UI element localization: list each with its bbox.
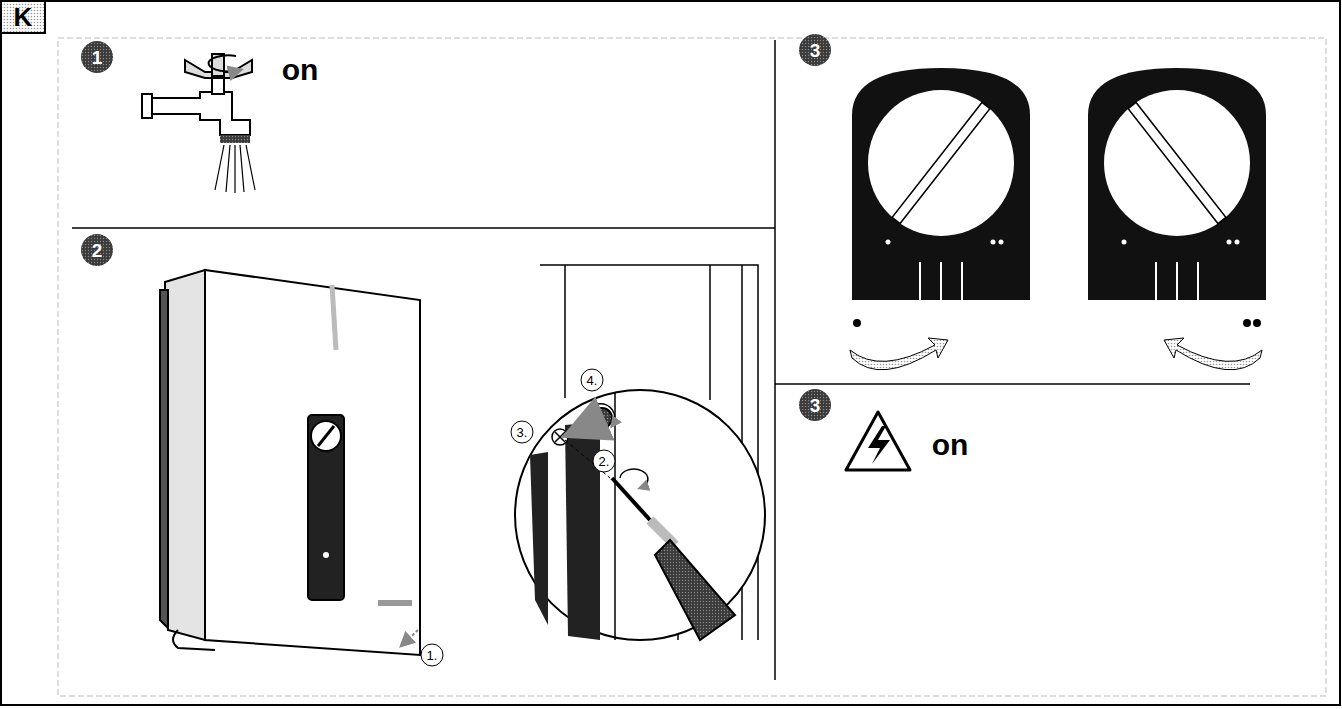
section-box	[1, 1, 45, 33]
callout-number: 4.	[587, 374, 598, 387]
state-text: on	[932, 430, 969, 460]
faucet-icon	[142, 54, 255, 193]
temperature-dial	[1088, 68, 1266, 370]
step-number: 3	[810, 41, 821, 60]
inner-frame	[58, 38, 1326, 696]
step-number: 2	[92, 241, 103, 260]
section-letter: K	[14, 4, 33, 30]
water-heater	[160, 270, 443, 666]
divider	[72, 227, 775, 229]
step-badge	[799, 389, 831, 421]
state-text: on	[282, 55, 319, 85]
divider	[774, 40, 776, 680]
callout-number: 2.	[599, 455, 610, 468]
step-badge	[799, 34, 831, 66]
step-number: 1	[92, 48, 103, 67]
electric-warning-icon	[846, 412, 910, 470]
step-badge	[81, 234, 113, 266]
temperature-dial	[850, 68, 1030, 370]
divider	[775, 383, 1250, 385]
cover-screw-detail	[511, 265, 765, 640]
callout-number: 1.	[427, 649, 438, 662]
step-number: 3	[810, 396, 821, 415]
callout-number: 3.	[517, 426, 528, 439]
step-badge	[81, 41, 113, 73]
